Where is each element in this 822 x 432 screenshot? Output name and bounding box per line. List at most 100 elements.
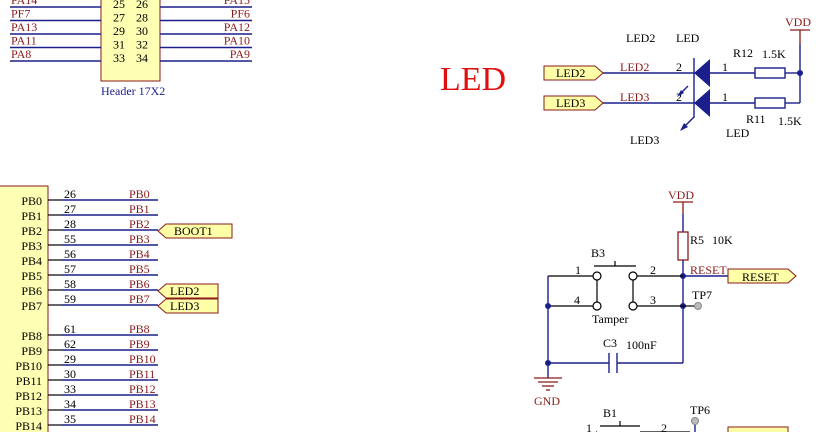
mcu-pin-name: PB12: [15, 389, 42, 403]
mcu-pin-number: 62: [64, 337, 76, 351]
mcu-pin-name: PB11: [16, 374, 42, 388]
svg-text:2: 2: [650, 263, 656, 277]
led3-diode: [694, 89, 710, 117]
header-pin-even: 26: [136, 0, 148, 11]
svg-text:2: 2: [676, 60, 682, 74]
header-right-net: PA12: [224, 20, 250, 34]
led3-net-label: LED3: [620, 90, 649, 104]
mcu-pin-name: PB6: [21, 284, 42, 298]
mcu-pin-name: PB13: [15, 404, 42, 418]
b3-ref: B3: [591, 246, 605, 260]
mcu-pin-net: PB9: [129, 337, 150, 351]
mcu-pin-number: 28: [64, 217, 76, 231]
mcu-pin-net: PB0: [129, 187, 150, 201]
mcu-pin-number: 56: [64, 247, 76, 261]
gnd-symbol: [534, 377, 562, 391]
mcu-pin-name: PB4: [21, 254, 42, 268]
mcu-pin-number: 26: [64, 187, 76, 201]
led3-value: LED: [726, 126, 750, 140]
mcu-pin-net: PB10: [129, 352, 156, 366]
r12-resistor: [754, 67, 786, 79]
header-pin-odd: 31: [113, 38, 125, 52]
header-body: [100, 0, 161, 82]
b3-tamper-button: B3 1 2 3 4 Tamper: [548, 246, 683, 326]
mcu-pin-name: PB3: [21, 239, 42, 253]
mcu-pin-number: 59: [64, 292, 76, 306]
header-pin-odd: 33: [113, 51, 125, 65]
header-pin-even: 32: [136, 38, 148, 52]
led-section: LED VDD LED2 LED2 2 1 LED2 LED R12 1.5K …: [440, 15, 811, 147]
b1-ref: B1: [603, 406, 617, 420]
c3-ref: C3: [603, 336, 617, 350]
mcu-pin-number: 61: [64, 322, 76, 336]
header-right-net: PA10: [224, 34, 250, 48]
svg-text:1: 1: [722, 90, 728, 104]
header-right-net: PA9: [230, 47, 250, 61]
r5-ref: R5: [690, 233, 704, 247]
mcu-led2-port-label: LED2: [170, 284, 199, 298]
r12-value: 1.5K: [762, 47, 786, 61]
mcu-pin-net: PB7: [129, 292, 150, 306]
r11-resistor: [754, 97, 786, 109]
led-light-arrows-icon: [677, 85, 695, 131]
tp6-testpoint: [691, 417, 699, 425]
mcu-pin-net: PB1: [129, 202, 150, 216]
mcu-led3-port: [157, 298, 219, 314]
svg-text:1: 1: [722, 60, 728, 74]
reset-section: VDD R5 10K RESET RESET TP7 B3: [534, 188, 797, 432]
b1-button: B1 1 2: [586, 406, 789, 432]
header-pin-even: 30: [136, 24, 148, 38]
b3-name: Tamper: [592, 312, 628, 326]
mcu-pin-name: PB2: [21, 224, 42, 238]
led-section-title: LED: [440, 61, 506, 98]
mcu-pin-net: PB5: [129, 262, 150, 276]
mcu-pin-net: PB8: [129, 322, 150, 336]
r11-ref: R11: [746, 112, 766, 126]
led3-port-label: LED3: [556, 96, 585, 110]
mcu-pin-name: PB5: [21, 269, 42, 283]
mcu-pin-name: PB0: [21, 194, 42, 208]
mcu-pin-net: PB2: [129, 217, 150, 231]
mcu-pin-name: PB14: [15, 419, 42, 432]
mcu-pin-number: 27: [64, 202, 76, 216]
mcu-led3-port-label: LED3: [170, 299, 199, 313]
b1-port-partial: [727, 426, 789, 432]
led-vdd-label: VDD: [785, 15, 811, 29]
tp7-label: TP7: [692, 288, 712, 302]
r5-resistor: [677, 231, 689, 261]
header-left-net: PF7: [11, 7, 30, 21]
led3-ref: LED3: [630, 133, 659, 147]
mcu-pin-name: PB1: [21, 209, 42, 223]
led2-value: LED: [676, 31, 700, 45]
gnd-label: GND: [534, 394, 560, 408]
header-right-net: PF6: [231, 7, 250, 21]
mcu-pin-name: PB10: [15, 359, 42, 373]
svg-text:4: 4: [574, 293, 580, 307]
boot1-port: [157, 223, 233, 239]
header-left-net: PA13: [11, 20, 37, 34]
mcu-pin-name: PB7: [21, 299, 42, 313]
mcu-led2-port: [157, 283, 219, 299]
mcu-pin-number: 55: [64, 232, 76, 246]
led2-port-label: LED2: [556, 66, 585, 80]
mcu-pin-name: PB8: [21, 329, 42, 343]
led2-net-label: LED2: [620, 60, 649, 74]
header-pin-odd: 29: [113, 24, 125, 38]
mcu-pin-net: PB4: [129, 247, 150, 261]
mcu-pin-net: PB3: [129, 232, 150, 246]
svg-text:2: 2: [661, 421, 667, 432]
r11-value: 1.5K: [778, 114, 802, 128]
reset-vdd-label: VDD: [668, 188, 694, 202]
mcu-pin-net: PB14: [129, 412, 156, 426]
mcu-pin-number: 33: [64, 382, 76, 396]
header-left-net: PA11: [11, 34, 37, 48]
svg-text:1: 1: [575, 263, 581, 277]
boot1-port-label: BOOT1: [174, 224, 213, 238]
led2-port: [543, 65, 604, 81]
header-pin-even: 34: [136, 51, 148, 65]
header-pin-odd: 25: [113, 0, 125, 11]
